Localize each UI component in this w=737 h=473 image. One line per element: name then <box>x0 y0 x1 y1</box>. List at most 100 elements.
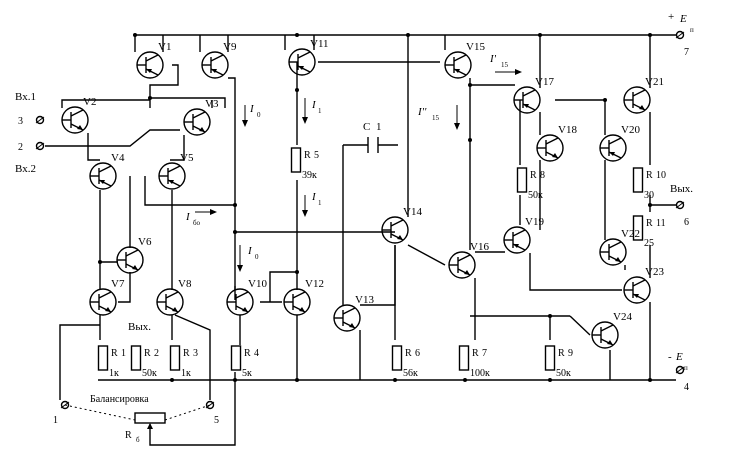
current-annotations: I 0 I 1 I 1 I' 15 I'' 15 I бо <box>185 53 522 272</box>
current-letter: I <box>247 245 253 257</box>
terminal-circle <box>35 141 45 151</box>
transistor-v24: V24 <box>591 311 632 349</box>
junction-dot <box>463 378 467 382</box>
junction-dot <box>295 270 299 274</box>
resistor-sub: 8 <box>540 170 545 181</box>
emitter-arrow-icon <box>132 265 138 270</box>
junction-dot <box>406 33 410 37</box>
terminal-number: 7 <box>684 47 689 58</box>
transistor-label: V7 <box>111 278 125 290</box>
transistor-v16: V16 <box>448 241 489 279</box>
resistor-sub: 3 <box>193 348 198 359</box>
resistor-value: 5к <box>242 368 252 379</box>
terminal-number: 1 <box>53 415 58 426</box>
junction-dot <box>295 33 299 37</box>
terminal-1: 1 <box>53 400 70 426</box>
transistor-label: V6 <box>138 236 152 248</box>
resistor-sub: 2 <box>154 348 159 359</box>
current-letter: I' <box>489 53 497 65</box>
transistor-label: V15 <box>466 41 485 53</box>
junction-dot <box>233 203 237 207</box>
neg-supply-sign: - <box>668 351 672 363</box>
junction-dot <box>648 203 652 207</box>
transistor-v18: V18 <box>536 124 577 162</box>
terminal-3: 3 <box>18 115 45 127</box>
current-sub: 15 <box>432 114 440 122</box>
transistor-label: V22 <box>621 228 640 240</box>
output-left-label: Вых. <box>128 321 151 333</box>
resistor-letter: R <box>111 348 118 359</box>
transistor-label: V1 <box>158 41 171 53</box>
junction-dot <box>295 378 299 382</box>
transistor-label: V18 <box>558 124 577 136</box>
supply-rails <box>98 34 676 381</box>
junctions <box>98 33 652 382</box>
current-sub: 1 <box>318 107 322 115</box>
input-2-label: Вх.2 <box>15 163 36 175</box>
emitter-arrow-icon <box>633 294 639 298</box>
transistor-v1: V1 <box>136 41 171 79</box>
capacitor-letter: C <box>363 121 370 133</box>
junction-dot <box>648 33 652 37</box>
emitter-arrow-icon <box>146 69 152 73</box>
transistor-v3: V3 <box>183 98 219 136</box>
transistor-label: V23 <box>645 266 664 278</box>
emitter-arrow-icon <box>211 69 217 73</box>
current-letter: I <box>311 191 317 203</box>
junction-dot <box>233 230 237 234</box>
resistor-sub: 4 <box>254 348 259 359</box>
terminal-circle <box>675 30 685 40</box>
emitter-arrow-icon <box>615 257 621 262</box>
io-labels: Вх.1 Вх.2 Вых. Вых. <box>15 91 693 333</box>
terminal-4: 4 <box>675 365 689 393</box>
junction-dot <box>538 33 542 37</box>
transistor-label: V10 <box>248 278 267 290</box>
transistor-v7: V7 <box>89 278 125 316</box>
transistor-v8: V8 <box>156 278 192 316</box>
junction-dot <box>548 314 552 318</box>
transistor-v20: V20 <box>599 124 640 162</box>
terminal-circle <box>35 115 45 125</box>
terminal-7: 7 <box>675 30 689 58</box>
emitter-arrow-icon <box>99 180 105 184</box>
transistor-label: V2 <box>83 96 96 108</box>
resistor-letter: R <box>405 348 412 359</box>
current-letter: I <box>185 211 191 223</box>
resistor-body <box>632 215 644 241</box>
resistor-letter: R <box>304 150 311 161</box>
resistor-letter: R <box>183 348 190 359</box>
current-sub: 0 <box>257 111 261 119</box>
resistor-sub: 1 <box>121 348 126 359</box>
resistor-sub: 10 <box>656 170 666 181</box>
transistor-v10: V10 <box>226 278 267 316</box>
balance-caption: Балансировка <box>90 394 149 405</box>
emitter-arrow-icon <box>242 307 248 312</box>
current-letter: I <box>249 103 255 115</box>
resistor-value: 1к <box>181 368 191 379</box>
transistor-label: V9 <box>223 41 237 53</box>
capacitor-sub: 1 <box>376 121 382 133</box>
terminal-number: 6 <box>684 217 689 228</box>
resistor-letter: R <box>558 348 565 359</box>
resistor-sub: 7 <box>482 348 487 359</box>
resistor-sub: 6 <box>415 348 420 359</box>
neg-supply-sub: п <box>684 364 688 372</box>
transistor-label: V13 <box>355 294 374 306</box>
junction-dot <box>468 138 472 142</box>
terminal-number: 2 <box>18 142 23 153</box>
resistor-letter: R <box>530 170 537 181</box>
current-sub: 0 <box>255 253 259 261</box>
current-i15-double-prime: I'' 15 <box>417 105 460 130</box>
resistor-value: 50к <box>142 368 157 379</box>
transistor-v2: V2 <box>61 96 96 134</box>
balance-resistor-sub: б <box>136 436 140 444</box>
transistor-label: V17 <box>535 76 554 88</box>
emitter-arrow-icon <box>552 153 558 158</box>
emitter-arrow-icon <box>454 69 460 73</box>
resistor-body <box>391 345 403 371</box>
